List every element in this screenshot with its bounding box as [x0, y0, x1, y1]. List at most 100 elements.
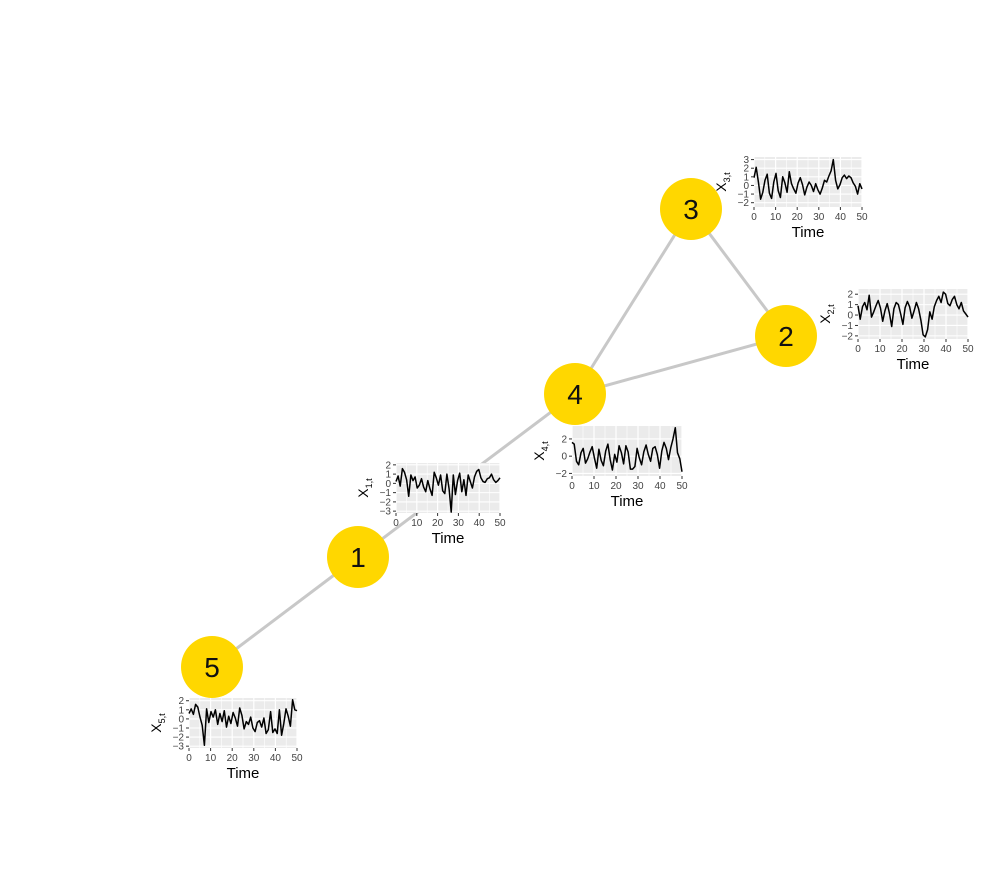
y-tick-label: 2 — [743, 164, 749, 175]
x-tick-label: 50 — [291, 753, 303, 764]
y-tick-label: −1 — [842, 321, 854, 332]
node-1[interactable]: 1 — [327, 526, 389, 588]
y-tick-label: −1 — [380, 488, 392, 499]
x-tick-label: 40 — [270, 753, 282, 764]
y-tick-label: 1 — [847, 300, 853, 311]
x-axis-title: Time — [897, 356, 930, 373]
series-line-x2 — [857, 291, 969, 338]
y-tick-label: −3 — [173, 742, 185, 753]
x-tick-label: 0 — [751, 212, 757, 223]
x-tick-label: 30 — [248, 753, 260, 764]
y-tick-label: 0 — [561, 452, 567, 463]
y-tick-label: 2 — [178, 696, 184, 707]
y-tick-label: −2 — [842, 331, 854, 342]
x-tick-label: 40 — [474, 518, 486, 529]
node-label: 1 — [350, 542, 366, 573]
y-axis-title: X5,t — [148, 713, 167, 733]
y-tick-label: 0 — [847, 311, 853, 322]
y-tick-label: −2 — [380, 497, 392, 508]
x-tick-label: 20 — [896, 344, 908, 355]
x-tick-label: 30 — [632, 481, 644, 492]
y-tick-label: −1 — [738, 190, 750, 201]
node-4[interactable]: 4 — [544, 363, 606, 425]
node-3[interactable]: 3 — [660, 178, 722, 240]
y-axis-title-main: X — [817, 314, 833, 324]
x-tick-label: 30 — [813, 212, 825, 223]
node-circle[interactable] — [544, 363, 606, 425]
node-label: 5 — [204, 652, 220, 683]
y-tick-label: 0 — [385, 479, 391, 490]
y-tick-label: −2 — [173, 733, 185, 744]
y-tick-label: 1 — [743, 172, 749, 183]
y-axis-title: X2,t — [817, 304, 836, 324]
y-axis-title-sub: 3,t — [722, 172, 732, 183]
node-5[interactable]: 5 — [181, 636, 243, 698]
node-label: 2 — [778, 321, 794, 352]
node-circle[interactable] — [755, 305, 817, 367]
x-tick-label: 20 — [432, 518, 444, 529]
y-axis-title-sub: 1,t — [364, 478, 374, 489]
y-tick-label: 2 — [847, 290, 853, 301]
x-axis-title: Time — [792, 224, 825, 241]
x-tick-label: 10 — [205, 753, 217, 764]
y-tick-label: −3 — [380, 507, 392, 518]
x-tick-label: 0 — [569, 481, 575, 492]
x-tick-label: 10 — [411, 518, 423, 529]
y-tick-label: 0 — [743, 181, 749, 192]
y-axis-title: X3,t — [713, 172, 732, 192]
x-axis-title: Time — [611, 493, 644, 510]
y-tick-label: 3 — [743, 155, 749, 166]
y-tick-label: −2 — [556, 469, 568, 480]
x-tick-label: 40 — [654, 481, 666, 492]
x-tick-label: 40 — [940, 344, 952, 355]
y-axis-title: X4,t — [531, 441, 550, 461]
y-tick-label: 1 — [385, 470, 391, 481]
y-axis-title-main: X — [531, 451, 547, 461]
node-label: 4 — [567, 379, 583, 410]
y-axis-title-sub: 2,t — [826, 304, 836, 315]
x-tick-label: 0 — [393, 518, 399, 529]
y-tick-label: 2 — [561, 434, 567, 445]
y-axis-title: X1,t — [355, 478, 374, 498]
x-tick-label: 30 — [918, 344, 930, 355]
edges — [211, 208, 788, 669]
series-line-x1 — [395, 467, 501, 513]
series-line-x5 — [188, 699, 298, 747]
series-line-x3 — [753, 158, 863, 200]
x-tick-label: 50 — [856, 212, 868, 223]
node-circle[interactable] — [181, 636, 243, 698]
x-tick-label: 0 — [186, 753, 192, 764]
x-tick-label: 50 — [494, 518, 506, 529]
x-tick-label: 20 — [610, 481, 622, 492]
node-label: 3 — [683, 194, 699, 225]
y-axis-title-main: X — [355, 488, 371, 498]
series-line-x4 — [571, 426, 683, 472]
y-tick-label: −1 — [173, 724, 185, 735]
x-tick-label: 10 — [770, 212, 782, 223]
edge-4-2 — [574, 334, 787, 396]
y-tick-label: 0 — [178, 714, 184, 725]
y-tick-label: −2 — [738, 198, 750, 209]
x-tick-label: 20 — [792, 212, 804, 223]
node-circle[interactable] — [660, 178, 722, 240]
x-tick-label: 10 — [874, 344, 886, 355]
edge-4-3 — [573, 208, 693, 395]
x-tick-label: 40 — [835, 212, 847, 223]
node-2[interactable]: 2 — [755, 305, 817, 367]
x-tick-label: 20 — [227, 753, 239, 764]
node-circle[interactable] — [327, 526, 389, 588]
x-tick-label: 0 — [855, 344, 861, 355]
y-tick-label: 1 — [178, 705, 184, 716]
y-axis-title-main: X — [148, 723, 164, 733]
x-tick-label: 10 — [588, 481, 600, 492]
y-tick-label: 2 — [385, 460, 391, 471]
x-tick-label: 30 — [453, 518, 465, 529]
